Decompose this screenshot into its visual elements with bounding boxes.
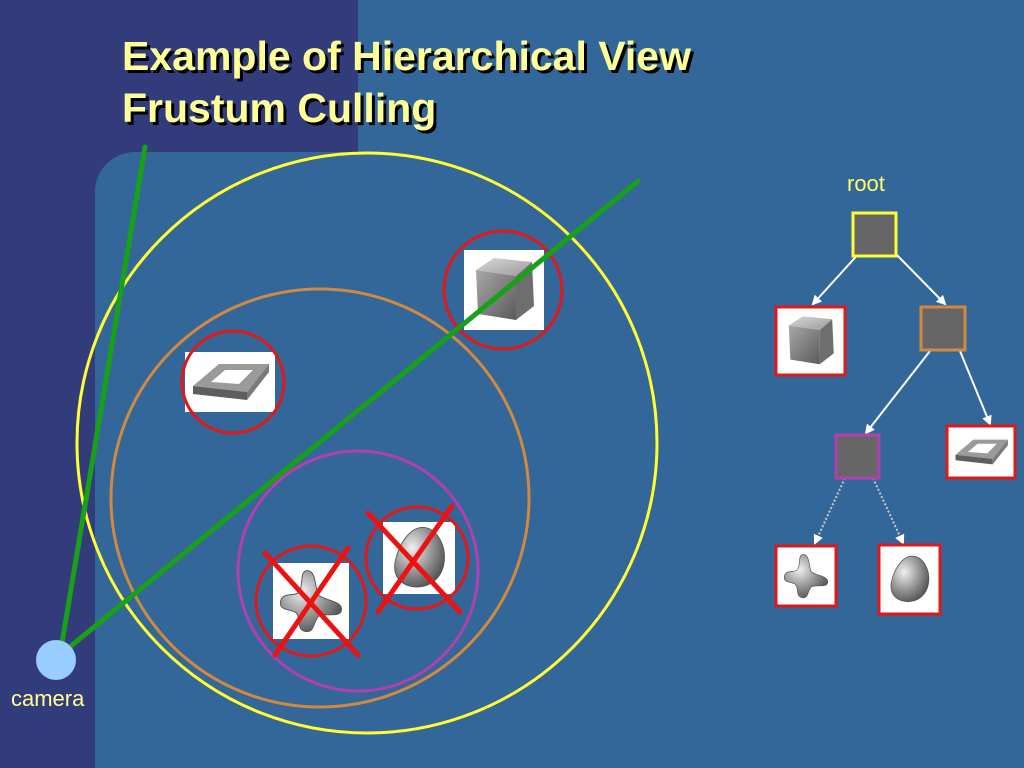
view-frustum (57, 144, 641, 658)
panel-corner (95, 152, 135, 192)
hierarchy-tree (774, 211, 1017, 616)
rounded-blob-icon (383, 521, 455, 595)
top-band (0, 0, 358, 152)
camera-label: camera (11, 686, 85, 711)
cull-mark-tripod (262, 545, 361, 658)
title-line-1: Example of Hierarchical View (122, 33, 691, 79)
tree-leaf-rounded-blob-icon (882, 551, 937, 608)
tripod-bounding-sphere (254, 544, 368, 658)
tree-leaf-box-icon (779, 310, 842, 372)
frame-icon (185, 352, 275, 412)
camera-icon (36, 640, 76, 680)
slide-title: Example of Hierarchical View Frustum Cul… (122, 30, 922, 134)
tree-edges (811, 249, 992, 435)
box-bounding-sphere (442, 229, 564, 351)
tree-node-orange (919, 305, 967, 352)
orange-bounding-sphere (109, 287, 531, 709)
cull-mark-rounded-blob (365, 503, 463, 615)
tree-leaf-frame-icon (950, 431, 1012, 473)
tree-node-magenta (834, 433, 881, 480)
frame-bounding-sphere (180, 329, 286, 435)
rounded-blob-bounding-sphere (364, 505, 470, 611)
tree-culled-edges (813, 477, 905, 545)
magenta-bounding-sphere (236, 449, 480, 693)
title-line-2: Frustum Culling (122, 85, 437, 131)
root-bounding-sphere (75, 151, 659, 735)
tree-leaf-tripod-icon (779, 549, 833, 603)
tree-node-root (851, 211, 898, 258)
root-label: root (847, 171, 885, 196)
